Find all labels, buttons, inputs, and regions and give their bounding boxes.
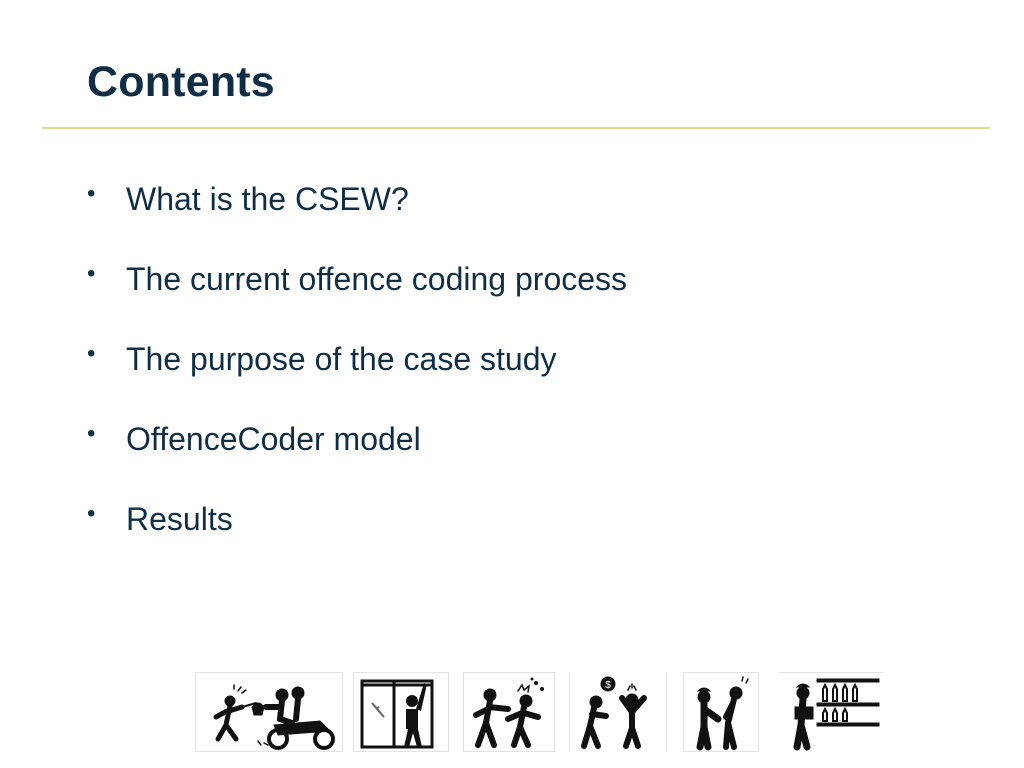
slide-title: Contents bbox=[87, 58, 275, 106]
svg-text:$: $ bbox=[605, 680, 611, 691]
assault-icon bbox=[463, 672, 555, 752]
bullet-icon: • bbox=[87, 500, 96, 527]
burglary-window-icon bbox=[353, 672, 449, 752]
bullet-icon: • bbox=[87, 340, 96, 367]
bullet-icon: • bbox=[87, 260, 96, 287]
list-item-text: OffenceCoder model bbox=[126, 421, 421, 457]
robbery-money-icon: $ bbox=[569, 672, 667, 752]
crime-pictogram-strip: $ bbox=[195, 672, 895, 754]
list-item-text: The purpose of the case study bbox=[126, 341, 557, 377]
list-item-text: What is the CSEW? bbox=[126, 181, 409, 217]
bag-snatch-motorbike-icon bbox=[195, 672, 343, 752]
list-item-text: The current offence coding process bbox=[126, 261, 628, 297]
title-divider bbox=[42, 127, 990, 129]
pickpocket-icon bbox=[683, 672, 759, 752]
list-item-text: Results bbox=[126, 501, 233, 537]
bullet-icon: • bbox=[87, 420, 96, 447]
shoplifting-icon bbox=[779, 672, 883, 753]
bullet-icon: • bbox=[87, 180, 96, 207]
